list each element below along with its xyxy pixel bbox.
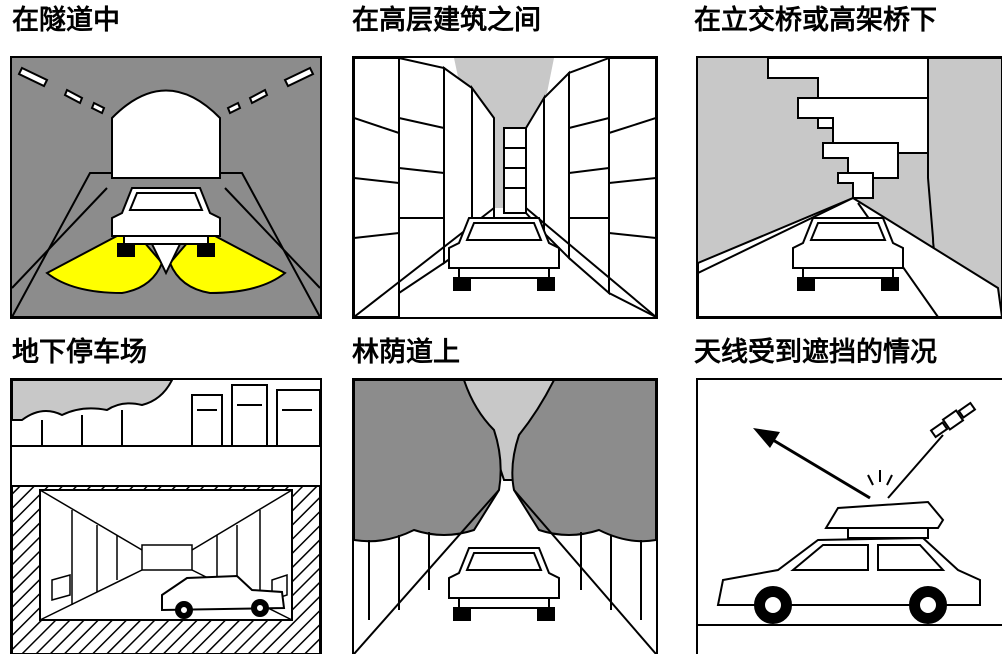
- overpass-illustration: [698, 58, 1002, 317]
- antenna-blocked-illustration: [698, 380, 1002, 654]
- panel-antenna-blocked: [696, 378, 1002, 654]
- parking-illustration: [12, 380, 320, 654]
- caption-tunnel: 在隧道中: [12, 5, 120, 36]
- caption-tree-lined: 林荫道上: [352, 337, 460, 368]
- panel-tree-lined: [352, 378, 658, 654]
- caption-parking: 地下停车场: [12, 337, 147, 368]
- caption-overpass: 在立交桥或高架桥下: [694, 5, 937, 36]
- panel-tunnel: [10, 56, 322, 319]
- high-rise-illustration: [354, 58, 656, 317]
- panel-parking: [10, 378, 322, 654]
- panel-overpass: [696, 56, 1002, 319]
- tunnel-illustration: [12, 58, 320, 317]
- tree-lined-illustration: [354, 380, 656, 654]
- panel-high-rise: [352, 56, 658, 319]
- caption-antenna-blocked: 天线受到遮挡的情况: [694, 337, 937, 368]
- caption-high-rise: 在高层建筑之间: [352, 5, 541, 36]
